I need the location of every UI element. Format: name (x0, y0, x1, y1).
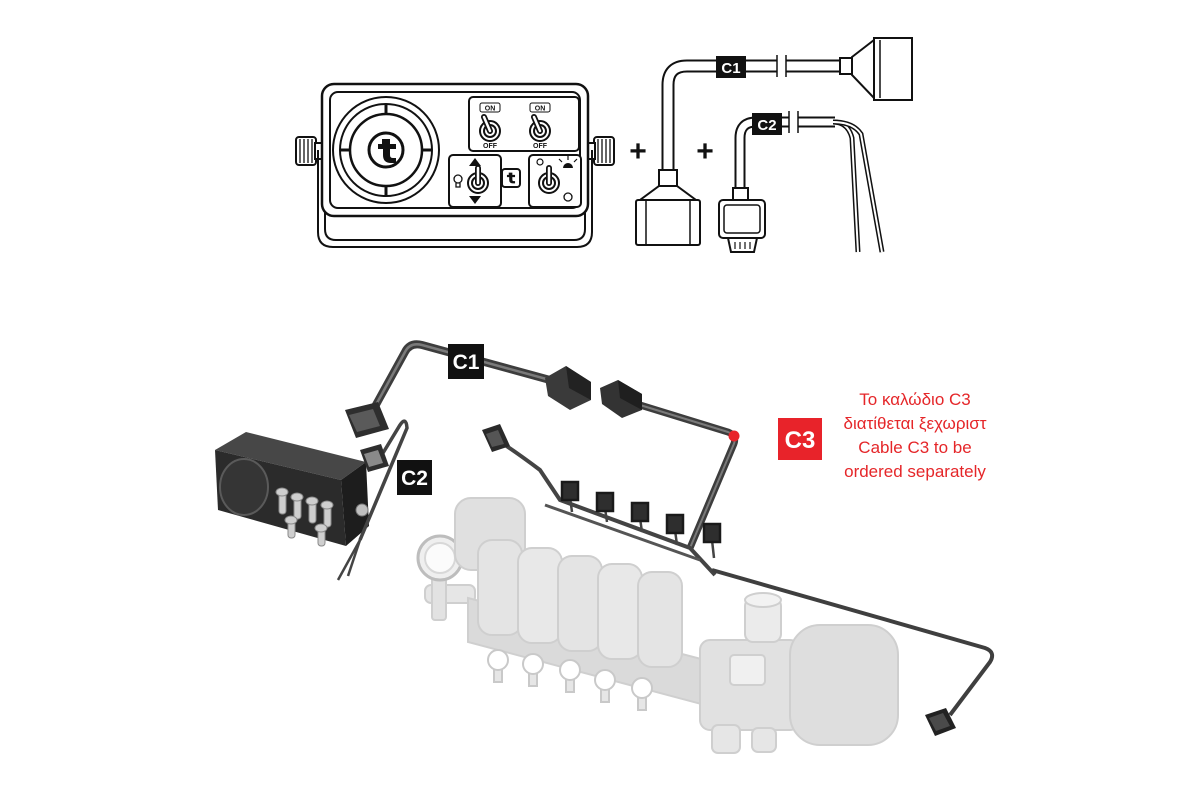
dial-icon (219, 458, 269, 516)
switch-left-on-label: ON (485, 106, 496, 113)
harness-trunk-lower (544, 503, 701, 562)
lower-fitting (711, 724, 741, 754)
solenoid-module-4 (597, 563, 643, 660)
c3-assembly-label-text: C3 (785, 427, 816, 454)
assembly-cable-c2 (336, 419, 409, 581)
solenoid-plugs (560, 480, 722, 559)
outlet-valves (487, 649, 653, 711)
solenoid-module-5 (637, 571, 683, 668)
beacon-switch-panel (528, 154, 582, 208)
plus-sign-1: + (629, 135, 647, 168)
switch-right-on-label: ON (535, 106, 546, 113)
harness-trunk (503, 443, 717, 577)
lever-down-arrow-icon (469, 196, 481, 204)
c2-split-wires (832, 119, 885, 253)
c1-assembly-left-connector (345, 402, 389, 438)
dial-notches (340, 104, 432, 196)
mounting-bracket-inner-edge (324, 205, 586, 241)
control-box-line-drawing: ON OFF ON OFF (295, 82, 615, 248)
work-light-icon (563, 192, 573, 202)
c1-assembly-label: C1 (448, 344, 484, 379)
assembly-cable-c1 (345, 340, 591, 438)
indicator-icon (536, 158, 544, 166)
note-line-1: Το καλώδιο C3 (859, 390, 970, 409)
solenoid-module-1 (477, 539, 523, 636)
cable-c2-drawing (718, 111, 885, 253)
c2-assembly-label: C2 (397, 460, 432, 495)
switch-right-off-label: OFF (533, 143, 548, 150)
harness-start-connector (482, 424, 510, 452)
bulb-icon (453, 174, 463, 188)
c2-assembly-label-text: C2 (401, 467, 428, 490)
main-dial (332, 96, 440, 204)
small-brand-logo-icon (506, 172, 516, 184)
light-lever-panel (448, 154, 502, 208)
cable-c1-drawing (635, 37, 913, 246)
side-cable-gland (355, 503, 369, 517)
upper-switch-panel: ON OFF ON OFF (468, 96, 580, 152)
bypass-valve (729, 654, 766, 686)
brand-logo-icon (378, 139, 396, 163)
regulator-cap (744, 592, 782, 608)
toggle-switch-right: ON OFF (529, 102, 551, 150)
mounting-bracket (317, 150, 593, 248)
switch-left-off-label: OFF (483, 143, 498, 150)
gauge-stem (431, 574, 447, 621)
motor-housing (789, 624, 899, 746)
c1-assembly-label-text: C1 (453, 351, 480, 374)
solenoid-module-3 (557, 555, 603, 652)
control-box-top-face (215, 432, 366, 480)
c1-assembly-right-connector (545, 366, 591, 410)
note-line-2: διατίθεται ξεχωριστ (844, 414, 987, 433)
small-logo-badge (501, 168, 521, 188)
control-box-side-face (341, 462, 369, 546)
c3-assembly-label: C3 (778, 418, 822, 460)
harness-tail (711, 568, 995, 717)
c1-bottom-connector (635, 169, 701, 246)
control-box-3d (215, 432, 369, 547)
c1-top-label-text: C1 (721, 60, 740, 77)
harness-end-connector (925, 708, 956, 736)
c2-top-label: C2 (752, 113, 782, 135)
c3-separate-order-note: Το καλώδιο C3 διατίθεται ξεχωριστ Cable … (844, 390, 987, 481)
lever-up-arrow-icon (469, 158, 481, 166)
c3-marker-dot (728, 430, 740, 442)
c2-bottom-connector (718, 187, 766, 253)
c1-right-connector (839, 37, 913, 101)
solenoid-module-2 (517, 547, 563, 644)
c2-assembly-connector (360, 444, 389, 472)
toggle-switch-left: ON OFF (479, 102, 501, 150)
lower-fitting-2 (751, 727, 777, 753)
c1-top-label: C1 (716, 56, 746, 78)
c2-cable-break-mark (788, 111, 799, 133)
c1-cable-fill (663, 61, 842, 172)
c2-top-label-text: C2 (757, 117, 776, 134)
beacon-light-icon (558, 156, 578, 168)
note-line-4: ordered separately (844, 462, 986, 481)
c1-cable-break-mark (776, 55, 787, 77)
valve-manifold (416, 497, 899, 754)
c3-top-connector (600, 380, 642, 418)
toggle-switches-3d (275, 487, 334, 547)
pressure-gauge-icon (416, 534, 464, 582)
plus-sign-2: + (696, 135, 714, 168)
note-line-3: Cable C3 to be (858, 438, 971, 457)
